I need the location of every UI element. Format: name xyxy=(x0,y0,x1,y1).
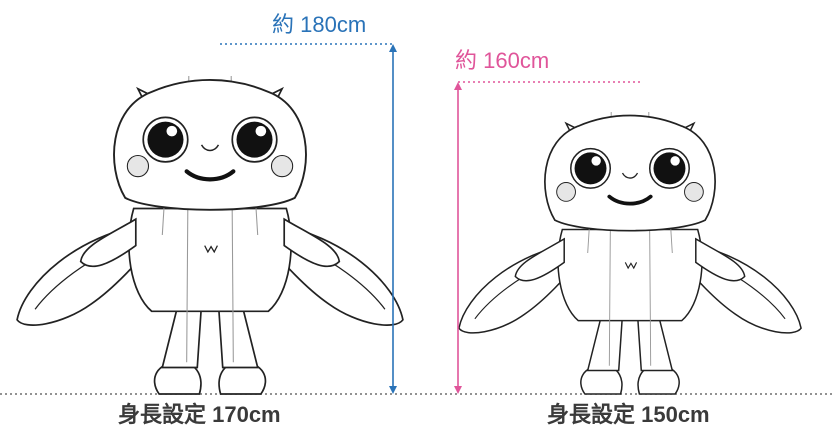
arrowhead-down-large xyxy=(389,386,397,394)
arrowhead-down-small xyxy=(454,386,462,394)
height-label-large: 約 180cm xyxy=(272,12,367,37)
mascot-large xyxy=(17,76,403,394)
arrowhead-up-large xyxy=(389,44,397,52)
caption-small: 身長設定 150cm xyxy=(547,402,710,427)
caption-large: 身長設定 170cm xyxy=(118,402,281,427)
arrowhead-up-small xyxy=(454,82,462,90)
height-label-small: 約 160cm xyxy=(455,48,550,73)
mascot-small xyxy=(457,110,803,396)
